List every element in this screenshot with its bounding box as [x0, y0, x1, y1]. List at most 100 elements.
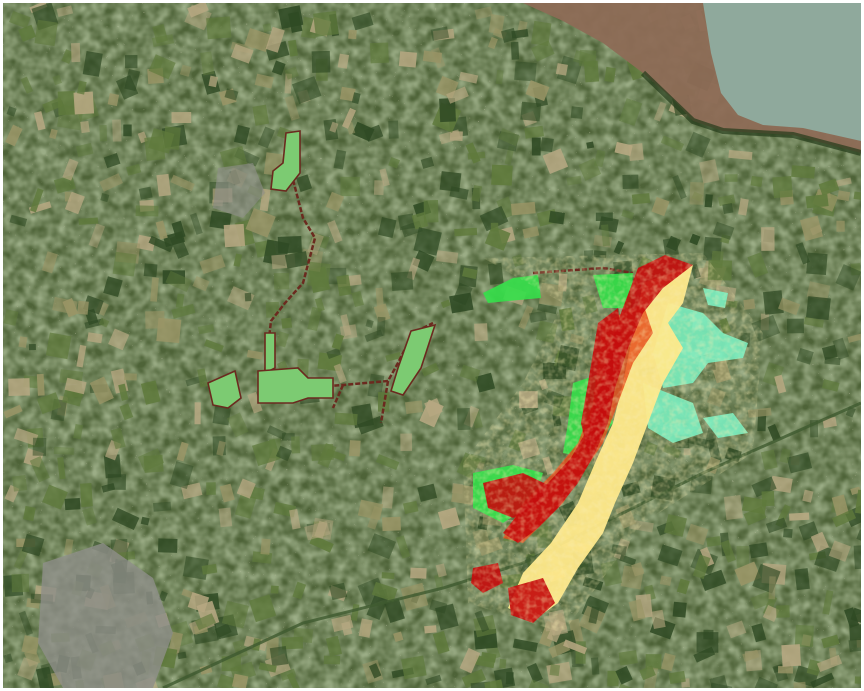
field-parcel: [728, 149, 753, 161]
field-parcel: [200, 51, 215, 76]
field-parcel: [262, 23, 272, 33]
field-parcel: [393, 631, 404, 643]
field-parcel: [822, 344, 838, 361]
field-parcel: [197, 368, 208, 388]
field-parcel: [231, 673, 249, 688]
field-parcel: [125, 55, 138, 69]
field-parcel: [281, 317, 293, 329]
field-parcel: [563, 639, 588, 655]
field-parcel: [78, 217, 99, 225]
field-parcel: [52, 74, 62, 86]
field-parcel: [284, 95, 300, 121]
field-parcel: [124, 373, 137, 381]
field-parcel: [432, 631, 450, 655]
field-parcel: [617, 683, 640, 688]
field-parcel: [82, 507, 97, 526]
field-parcel: [424, 625, 437, 634]
field-parcel: [639, 665, 656, 681]
field-parcel: [112, 251, 137, 277]
field-parcel: [63, 538, 74, 556]
field-parcel: [76, 344, 87, 368]
field-parcel: [449, 131, 463, 141]
field-parcel: [377, 217, 397, 238]
field-parcel: [156, 317, 182, 344]
field-parcel: [459, 647, 481, 674]
field-parcel: [779, 448, 791, 464]
field-parcel: [793, 681, 807, 688]
field-parcel: [4, 484, 20, 503]
field-parcel: [103, 454, 122, 479]
field-parcel: [631, 562, 645, 577]
field-parcel: [593, 149, 606, 168]
field-parcel: [421, 362, 440, 377]
field-parcel: [672, 601, 687, 618]
field-parcel: [288, 39, 298, 57]
field-parcel: [341, 107, 357, 129]
field-parcel: [795, 242, 810, 265]
field-parcel: [751, 623, 767, 643]
field-parcel: [197, 324, 215, 335]
field-parcel: [266, 425, 287, 440]
field-parcel: [525, 80, 550, 102]
field-parcel: [696, 632, 719, 653]
field-parcel: [664, 514, 687, 537]
field-parcel: [313, 10, 339, 37]
field-parcel: [233, 253, 243, 267]
field-parcel: [367, 533, 397, 560]
field-parcel: [329, 582, 348, 601]
field-parcel: [155, 220, 168, 240]
field-parcel: [368, 663, 382, 679]
field-parcel: [292, 581, 307, 600]
field-parcel: [371, 581, 398, 602]
field-parcel: [461, 668, 487, 688]
field-parcel: [223, 223, 246, 248]
field-parcel: [726, 620, 747, 639]
study-area-polygons: [207, 130, 437, 409]
field-parcel: [848, 638, 861, 653]
field-parcel: [269, 646, 289, 667]
field-parcel: [367, 373, 385, 398]
satellite-map[interactable]: [3, 3, 861, 688]
field-parcel: [171, 303, 196, 319]
field-parcel: [29, 456, 50, 483]
field-parcel: [805, 296, 831, 321]
field-parcel: [699, 159, 720, 184]
field-parcel: [3, 404, 23, 419]
field-parcel: [98, 317, 110, 328]
field-parcel: [190, 212, 203, 235]
field-parcel: [273, 272, 290, 290]
field-parcel: [351, 92, 361, 104]
field-parcel: [834, 177, 852, 188]
field-parcel: [410, 567, 427, 579]
field-parcel: [436, 250, 459, 264]
field-parcel: [621, 209, 635, 220]
field-parcel: [194, 613, 216, 631]
field-parcel: [724, 174, 738, 182]
field-parcel: [747, 252, 769, 278]
field-parcel: [490, 222, 499, 232]
field-parcel: [358, 618, 373, 638]
field-parcel: [236, 478, 256, 499]
field-parcel: [391, 271, 414, 291]
field-parcel: [36, 392, 62, 415]
field-parcel: [227, 286, 255, 311]
field-parcel: [524, 125, 544, 139]
field-parcel: [234, 493, 257, 519]
field-parcel: [520, 101, 542, 122]
field-parcel: [23, 505, 36, 522]
field-parcel: [709, 675, 729, 688]
field-parcel: [480, 651, 497, 663]
field-parcel: [752, 563, 781, 594]
field-parcel: [333, 149, 347, 170]
field-parcel: [487, 36, 498, 50]
field-parcel: [452, 282, 473, 306]
field-parcel: [351, 290, 364, 308]
field-parcel: [783, 528, 793, 538]
field-parcel: [772, 175, 793, 199]
field-parcel: [600, 224, 611, 247]
field-parcel: [474, 610, 490, 633]
field-parcel: [619, 554, 637, 566]
field-parcel: [467, 151, 486, 160]
field-parcel: [171, 111, 192, 124]
field-parcel: [527, 679, 549, 688]
